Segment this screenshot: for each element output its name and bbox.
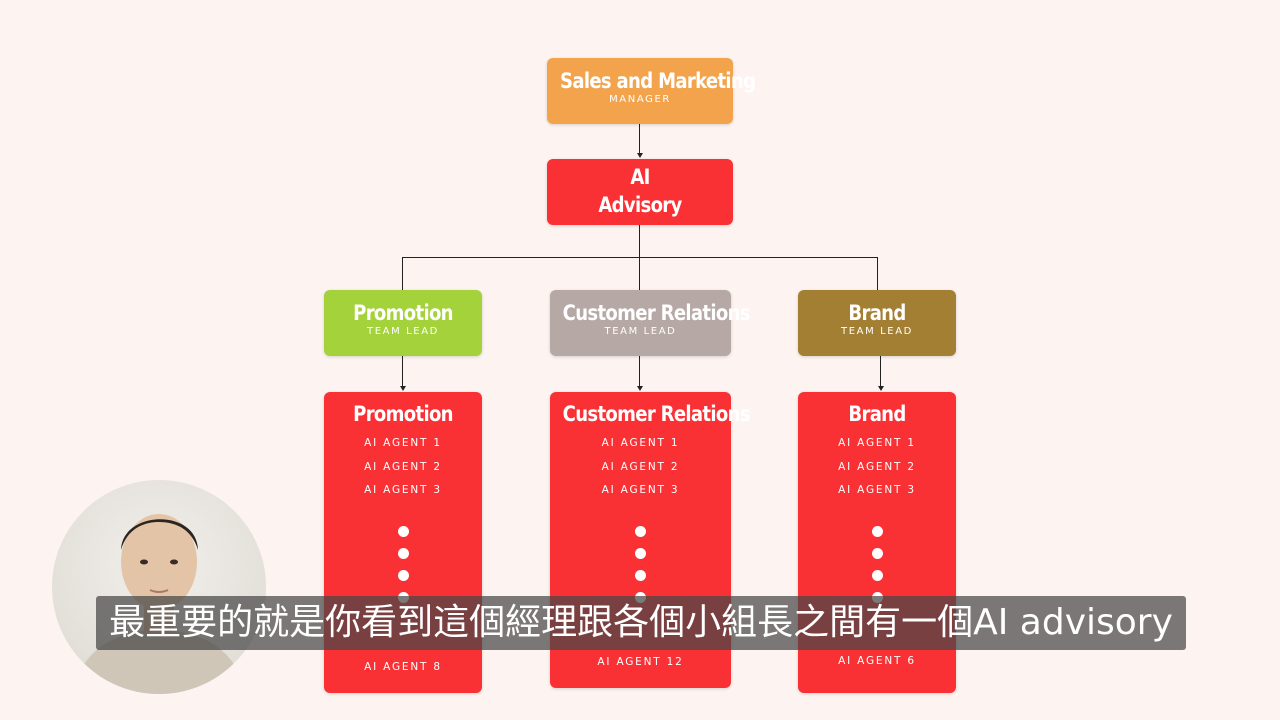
agent-label: AI AGENT 2 xyxy=(324,456,482,480)
agent-label: AI AGENT 3 xyxy=(550,479,731,503)
lead-role: TEAM LEAD xyxy=(324,326,482,337)
connector-brand-lead-team xyxy=(880,356,881,389)
person-icon xyxy=(52,480,266,694)
arrow-head xyxy=(878,386,884,391)
video-subtitle: 最重要的就是你看到這個經理跟各個小組長之間有一個AI advisory xyxy=(96,596,1186,650)
promotion-lead-box: Promotion TEAM LEAD xyxy=(324,290,482,356)
presenter-avatar xyxy=(52,480,266,694)
team-title: Promotion xyxy=(335,402,471,426)
last-agent-label: AI AGENT 8 xyxy=(324,656,482,680)
agent-label: AI AGENT 3 xyxy=(324,479,482,503)
ellipsis-dots xyxy=(798,526,956,603)
last-agent-label: AI AGENT 6 xyxy=(798,650,956,674)
advisory-line1: AI xyxy=(560,163,720,191)
team-title: Customer Relations xyxy=(563,402,719,426)
connector-to-customer-lead xyxy=(639,257,640,290)
brand-lead-box: Brand TEAM LEAD xyxy=(798,290,956,356)
manager-title: Sales and Marketing xyxy=(560,69,720,93)
lead-title: Promotion xyxy=(335,301,471,325)
lead-title: Customer Relations xyxy=(563,301,719,325)
connector-promotion-lead-team xyxy=(402,356,403,389)
arrow-head xyxy=(637,386,643,391)
manager-role: MANAGER xyxy=(547,94,733,105)
agent-label: AI AGENT 1 xyxy=(324,432,482,456)
lead-role: TEAM LEAD xyxy=(550,326,731,337)
connector-horizontal xyxy=(402,257,878,258)
manager-box: Sales and Marketing MANAGER xyxy=(547,58,733,124)
arrow-head xyxy=(637,153,643,158)
agent-label: AI AGENT 1 xyxy=(798,432,956,456)
team-title: Brand xyxy=(809,402,945,426)
connector-advisory-down xyxy=(639,225,640,258)
advisory-line2: Advisory xyxy=(560,191,720,219)
arrow-head xyxy=(400,386,406,391)
ai-advisory-box: AI Advisory xyxy=(547,159,733,225)
lead-role: TEAM LEAD xyxy=(798,326,956,337)
agent-label: AI AGENT 3 xyxy=(798,479,956,503)
agent-label: AI AGENT 2 xyxy=(798,456,956,480)
connector-manager-advisory xyxy=(639,124,640,156)
connector-to-brand-lead xyxy=(877,257,878,290)
customer-relations-lead-box: Customer Relations TEAM LEAD xyxy=(550,290,731,356)
connector-to-promotion-lead xyxy=(402,257,403,290)
last-agent-label: AI AGENT 12 xyxy=(550,651,731,675)
ellipsis-dots xyxy=(324,526,482,603)
connector-customer-lead-team xyxy=(639,356,640,389)
agent-label: AI AGENT 2 xyxy=(550,456,731,480)
lead-title: Brand xyxy=(809,301,945,325)
ellipsis-dots xyxy=(550,526,731,603)
agent-label: AI AGENT 1 xyxy=(550,432,731,456)
